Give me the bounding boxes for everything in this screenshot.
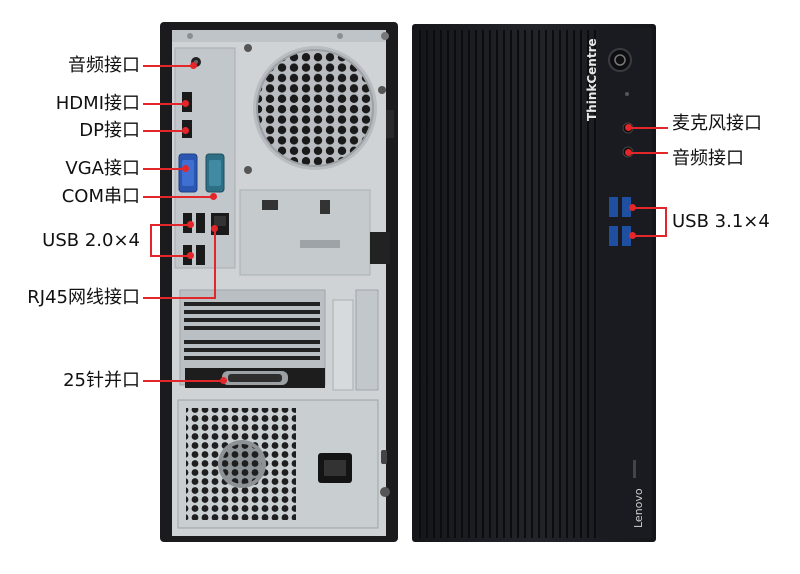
dot-front-audio [625,149,632,156]
label-rear-audio: 音频接口 [68,55,140,76]
dot-front-mic [625,124,632,131]
connector-usb2-a [150,224,190,226]
dot-vga [182,165,189,172]
connector-usb2-v [150,224,152,257]
label-vga: VGA接口 [65,158,140,179]
label-parallel: 25针并口 [63,370,140,391]
dot-dp [182,127,189,134]
lenovo-logo: Lenovo [632,488,645,528]
connector-parallel [143,380,223,382]
thinkcentre-brand: ThinkCentre [585,38,599,121]
label-dp: DP接口 [79,120,140,141]
connector-front-audio [630,152,668,154]
dot-hdmi [182,100,189,107]
rear-chassis: ! [160,22,398,542]
dot-rear-audio [190,62,197,69]
connector-rj45-h [143,297,215,299]
label-front-audio: 音频接口 [672,148,744,169]
connector-usb3-b [632,235,666,237]
connector-usb3-v [665,207,667,237]
connector-usb3-a [632,207,666,209]
connector-hdmi [143,103,185,105]
connector-rear-audio [143,65,193,67]
dot-usb2-a [187,221,194,228]
label-front-mic: 麦克风接口 [672,113,762,134]
connector-com [143,196,213,198]
label-com: COM串口 [61,186,140,207]
label-hdmi: HDMI接口 [55,93,140,114]
connector-front-mic [630,127,668,129]
dot-parallel [220,377,227,384]
dot-com [210,193,217,200]
connector-usb2-b [150,255,190,257]
dot-usb3-a [629,204,636,211]
dot-rj45 [211,225,218,232]
dot-usb2-b [187,252,194,259]
label-rj45: RJ45网线接口 [27,287,140,308]
connector-dp [143,130,185,132]
connector-vga [143,168,185,170]
label-usb2: USB 2.0×4 [42,230,140,251]
connector-rj45-v [214,228,216,299]
label-usb3: USB 3.1×4 [672,211,770,232]
front-chassis [412,24,656,542]
dot-usb3-b [629,232,636,239]
